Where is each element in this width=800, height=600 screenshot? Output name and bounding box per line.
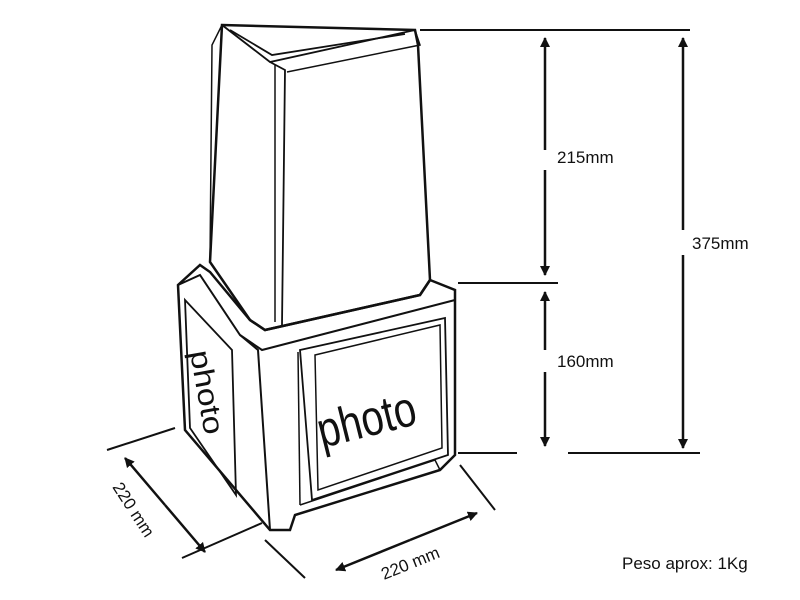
- dimension-width: 220 mm: [335, 511, 478, 584]
- display-top-section: [208, 23, 432, 332]
- side-photo-label: photo: [184, 347, 231, 437]
- front-photo-label: photo: [311, 380, 422, 459]
- dimension-depth: 220 mm: [109, 457, 206, 553]
- top-height-label: 215mm: [557, 148, 614, 167]
- dimension-top-height: 215mm: [540, 37, 614, 276]
- weight-note: Peso aprox: 1Kg: [622, 554, 748, 573]
- dimension-base-height: 160mm: [540, 291, 614, 447]
- extension-lines: [106, 29, 700, 579]
- total-height-label: 375mm: [692, 234, 749, 253]
- display-base-section: photo photo: [176, 263, 457, 532]
- base-height-label: 160mm: [557, 352, 614, 371]
- dimension-total-height: 375mm: [678, 37, 749, 449]
